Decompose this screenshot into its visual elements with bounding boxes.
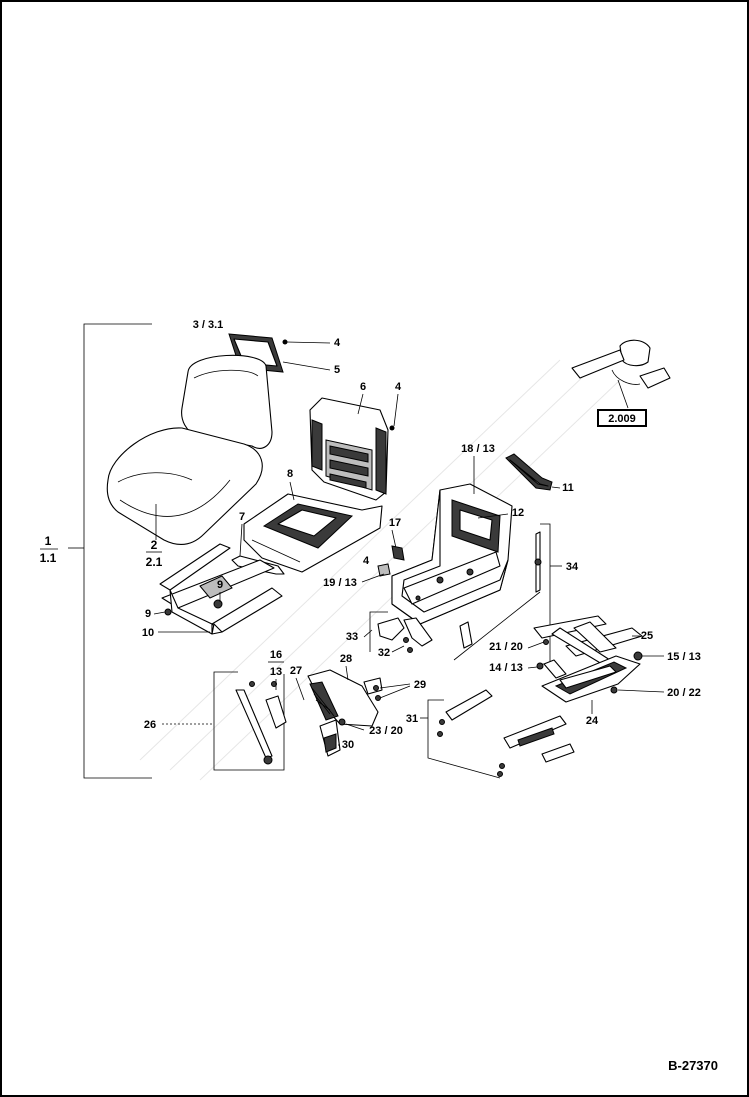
- seat-back-cushion: [106, 354, 273, 546]
- callout-21-20: 21 / 20: [489, 641, 523, 653]
- callout-26: 26: [144, 719, 156, 731]
- base-plate: [536, 651, 643, 703]
- callout-15-13: 15 / 13: [667, 651, 701, 663]
- reference-box-label: 2.009: [608, 413, 636, 425]
- callout-4-top: 4: [334, 337, 341, 349]
- callout-13: 13: [270, 666, 282, 678]
- callout-33: 33: [346, 631, 358, 643]
- callout-3-3-1: 3 / 3.1: [193, 319, 224, 331]
- callout-2: 2: [151, 538, 158, 552]
- guide-rails: [427, 689, 575, 779]
- assembly-bracket: [68, 323, 152, 779]
- bolt-set: [363, 677, 383, 701]
- callout-1: 1: [45, 534, 52, 548]
- callout-28: 28: [340, 653, 352, 665]
- strut-box: [213, 671, 287, 771]
- callout-9-upper: 9: [217, 579, 223, 591]
- callout-32: 32: [378, 647, 390, 659]
- callout-17: 17: [389, 517, 401, 529]
- callout-14-13: 14 / 13: [489, 662, 523, 674]
- callout-25: 25: [641, 630, 653, 642]
- callout-4-frame: 4: [395, 381, 402, 393]
- callout-2-1: 2.1: [146, 555, 163, 569]
- callout-30: 30: [342, 739, 354, 751]
- callout-1-1: 1.1: [40, 551, 57, 565]
- callout-6: 6: [360, 381, 366, 393]
- latch-brackets: [369, 611, 433, 653]
- spring-clip: [391, 545, 405, 561]
- callout-4-small: 4: [363, 555, 370, 567]
- rail-assembly: [533, 615, 643, 665]
- side-bracket: [505, 453, 553, 491]
- callout-11: 11: [562, 482, 574, 494]
- document-id: B-27370: [668, 1058, 718, 1073]
- seat-pan: [243, 493, 383, 573]
- slide-rails: [159, 543, 283, 635]
- seat-base-shell: [391, 483, 513, 625]
- callout-5: 5: [334, 364, 340, 376]
- callout-12: 12: [512, 507, 524, 519]
- callout-23-20: 23 / 20: [369, 725, 403, 737]
- callout-31: 31: [406, 713, 418, 725]
- callout-18-13: 18 / 13: [461, 443, 495, 455]
- seat-belt: [571, 339, 671, 409]
- callout-20-22: 20 / 22: [667, 687, 701, 699]
- suspension-unit: [307, 669, 379, 757]
- callout-19-13: 19 / 13: [323, 577, 357, 589]
- callout-9-lower: 9: [145, 608, 151, 620]
- callout-29: 29: [414, 679, 426, 691]
- callout-24: 24: [586, 715, 599, 727]
- callout-34: 34: [566, 561, 579, 573]
- callout-27: 27: [290, 665, 302, 677]
- callout-8: 8: [287, 468, 293, 480]
- reference-box: [597, 409, 647, 427]
- callout-7: 7: [239, 511, 245, 523]
- callout-10: 10: [142, 627, 154, 639]
- callout-16: 16: [270, 649, 282, 661]
- backrest-frame: [309, 397, 389, 501]
